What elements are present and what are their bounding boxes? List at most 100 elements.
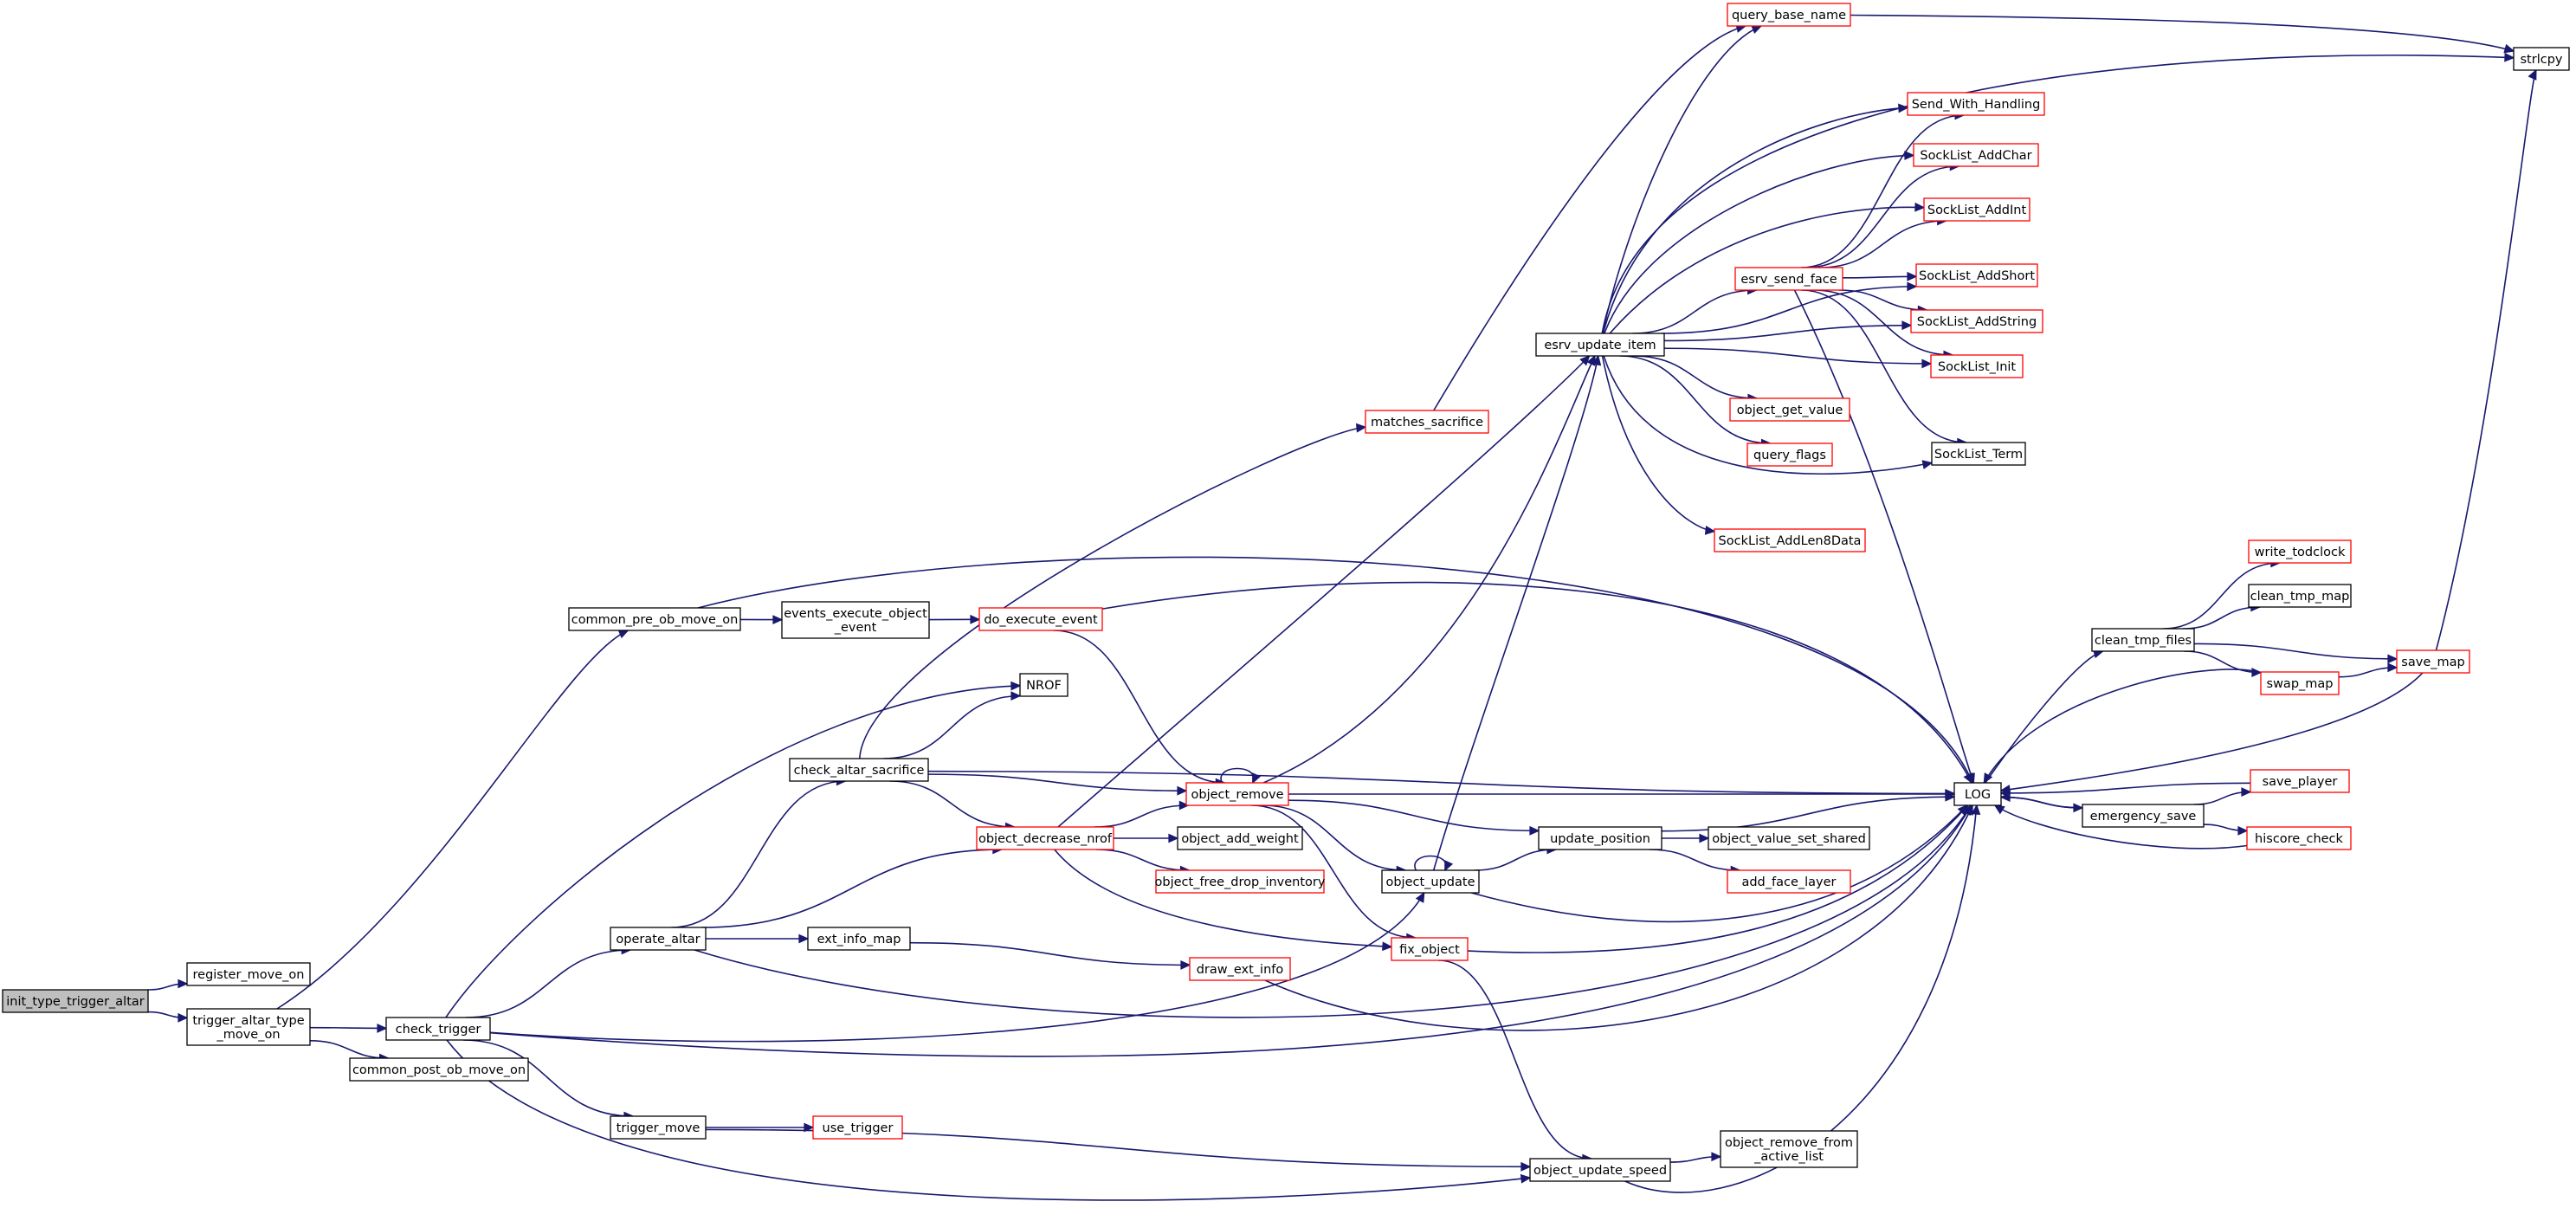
node-object_remove_from_active_list[interactable]: object_remove_from_active_list — [1720, 1130, 1858, 1168]
edge-line — [1800, 114, 1965, 268]
node-label: NROF — [1026, 679, 1062, 693]
node-fix_object[interactable]: fix_object — [1391, 937, 1469, 961]
node-object_remove[interactable]: object_remove — [1185, 782, 1289, 806]
node-clean_tmp_map[interactable]: clean_tmp_map — [2248, 584, 2352, 608]
node-object_free_drop_inventory[interactable]: object_free_drop_inventory — [1155, 869, 1326, 894]
node-common_pre_ob_move_on[interactable]: common_pre_ob_move_on — [568, 607, 741, 631]
node-trigger_altar_type_move_on[interactable]: trigger_altar_type_move_on — [186, 1008, 311, 1046]
node-query_flags[interactable]: query_flags — [1746, 443, 1833, 467]
edge-line — [1603, 355, 1933, 475]
node-box — [610, 1115, 707, 1140]
node-label: clean_tmp_files — [2095, 634, 2192, 648]
node-box — [2091, 628, 2195, 652]
edge-line — [1054, 849, 1392, 948]
node-box — [1185, 782, 1289, 806]
node-SockList_AddInt[interactable]: SockList_AddInt — [1923, 197, 2030, 222]
node-box — [1913, 143, 2039, 167]
edge-common_pre_ob_move_on-to-events_execute_object_event — [739, 615, 784, 625]
node-save_player[interactable]: save_player — [2250, 769, 2350, 793]
node-label: write_todclock — [2255, 546, 2346, 559]
node-label: object_add_weight — [1181, 832, 1299, 846]
node-write_todclock[interactable]: write_todclock — [2248, 539, 2352, 564]
node-SockList_Init[interactable]: SockList_Init — [1930, 354, 2024, 378]
node-label: _active_list — [1753, 1150, 1824, 1164]
node-esrv_send_face[interactable]: esrv_send_face — [1734, 267, 1843, 291]
edge-esrv_update_item-to-SockList_Init — [1663, 347, 1933, 369]
node-box — [1177, 826, 1303, 850]
node-box — [186, 1008, 311, 1046]
node-check_altar_sacrifice[interactable]: check_altar_sacrifice — [789, 758, 929, 782]
node-Send_With_Handling[interactable]: Send_With_Handling — [1907, 92, 2045, 116]
edge-arrowhead — [1958, 804, 1969, 816]
node-box — [1931, 442, 2026, 466]
node-check_trigger[interactable]: check_trigger — [385, 1017, 491, 1041]
edge-line — [1985, 650, 2103, 784]
edge-arrowhead — [1444, 860, 1454, 872]
edge-line — [1801, 289, 1966, 443]
edge-update_position-to-add_face_layer — [1649, 849, 1741, 875]
edge-esrv_update_item-to-Send_With_Handling — [1602, 103, 1909, 334]
node-object_decrease_nrof[interactable]: object_decrease_nrof — [976, 826, 1114, 850]
node-init_type_trigger_altar[interactable]: init_type_trigger_altar — [2, 989, 149, 1013]
edge-arrowhead — [1591, 354, 1602, 366]
node-save_map[interactable]: save_map — [2396, 649, 2470, 674]
edge-check_altar_sacrifice-to-matches_sacrifice — [858, 423, 1367, 759]
edge-line — [1101, 581, 1972, 784]
edge-arrowhead — [1945, 791, 1956, 802]
node-box — [2513, 47, 2570, 71]
edge-arrowhead — [1904, 151, 1915, 160]
node-SockList_AddChar[interactable]: SockList_AddChar — [1913, 143, 2039, 167]
edge-line — [1467, 804, 1969, 953]
node-draw_ext_info[interactable]: draw_ext_info — [1189, 957, 1291, 981]
edge-line — [1632, 355, 1758, 399]
node-hiscore_check[interactable]: hiscore_check — [2246, 826, 2352, 850]
edge-esrv_update_item-to-SockList_AddString — [1663, 320, 1913, 342]
edge-line — [909, 941, 1191, 966]
node-object_value_set_shared[interactable]: object_value_set_shared — [1708, 826, 1870, 850]
node-events_execute_object_event[interactable]: events_execute_object_event — [781, 601, 930, 639]
node-SockList_AddString[interactable]: SockList_AddString — [1910, 309, 2043, 333]
node-matches_sacrifice[interactable]: matches_sacrifice — [1365, 410, 1489, 434]
node-do_execute_event[interactable]: do_execute_event — [978, 607, 1103, 631]
node-use_trigger[interactable]: use_trigger — [812, 1115, 903, 1140]
node-SockList_AddShort[interactable]: SockList_AddShort — [1915, 263, 2038, 287]
node-label: add_face_layer — [1741, 875, 1836, 889]
node-label: save_map — [2401, 656, 2464, 669]
node-box — [781, 601, 930, 639]
node-SockList_Term[interactable]: SockList_Term — [1931, 442, 2026, 466]
node-NROF[interactable]: NROF — [1019, 673, 1068, 697]
node-esrv_update_item[interactable]: esrv_update_item — [1535, 333, 1665, 357]
node-ext_info_map[interactable]: ext_info_map — [807, 927, 911, 951]
edge-swap_map-to-LOG — [1983, 669, 2262, 785]
node-register_move_on[interactable]: register_move_on — [186, 962, 311, 986]
node-box — [1720, 1130, 1858, 1168]
node-SockList_AddLen8Data[interactable]: SockList_AddLen8Data — [1714, 528, 1866, 552]
edge-clean_tmp_files-to-swap_map — [2184, 650, 2263, 677]
node-trigger_move[interactable]: trigger_move — [610, 1115, 707, 1140]
node-operate_altar[interactable]: operate_altar — [610, 927, 707, 951]
node-query_base_name[interactable]: query_base_name — [1727, 3, 1851, 27]
edge-arrowhead — [1178, 800, 1190, 811]
node-label: fix_object — [1399, 943, 1460, 957]
node-object_update[interactable]: object_update — [1381, 869, 1480, 894]
node-common_post_ob_move_on[interactable]: common_post_ob_move_on — [349, 1057, 529, 1082]
node-label: Send_With_Handling — [1912, 98, 2041, 112]
node-box — [568, 607, 741, 631]
node-swap_map[interactable]: swap_map — [2260, 671, 2340, 695]
node-clean_tmp_files[interactable]: clean_tmp_files — [2091, 628, 2195, 652]
node-emergency_save[interactable]: emergency_save — [2082, 804, 2205, 828]
node-LOG[interactable]: LOG — [1953, 782, 2002, 806]
edge-emergency_save-to-hiscore_check — [2203, 824, 2249, 836]
edge-arrowhead — [1168, 833, 1179, 843]
node-update_position[interactable]: update_position — [1538, 826, 1662, 850]
node-strlcpy[interactable]: strlcpy — [2513, 47, 2570, 71]
node-object_add_weight[interactable]: object_add_weight — [1177, 826, 1303, 850]
node-object_update_speed[interactable]: object_update_speed — [1529, 1158, 1671, 1182]
node-object_get_value[interactable]: object_get_value — [1729, 397, 1850, 422]
edge-LOG-to-emergency_save — [2000, 796, 2084, 813]
edge-object_remove-to-LOG — [1288, 789, 1956, 799]
edge-line — [489, 804, 1972, 1057]
edge-line — [1095, 849, 1190, 871]
node-add_face_layer[interactable]: add_face_layer — [1727, 869, 1851, 894]
edge-line — [2000, 672, 2424, 791]
